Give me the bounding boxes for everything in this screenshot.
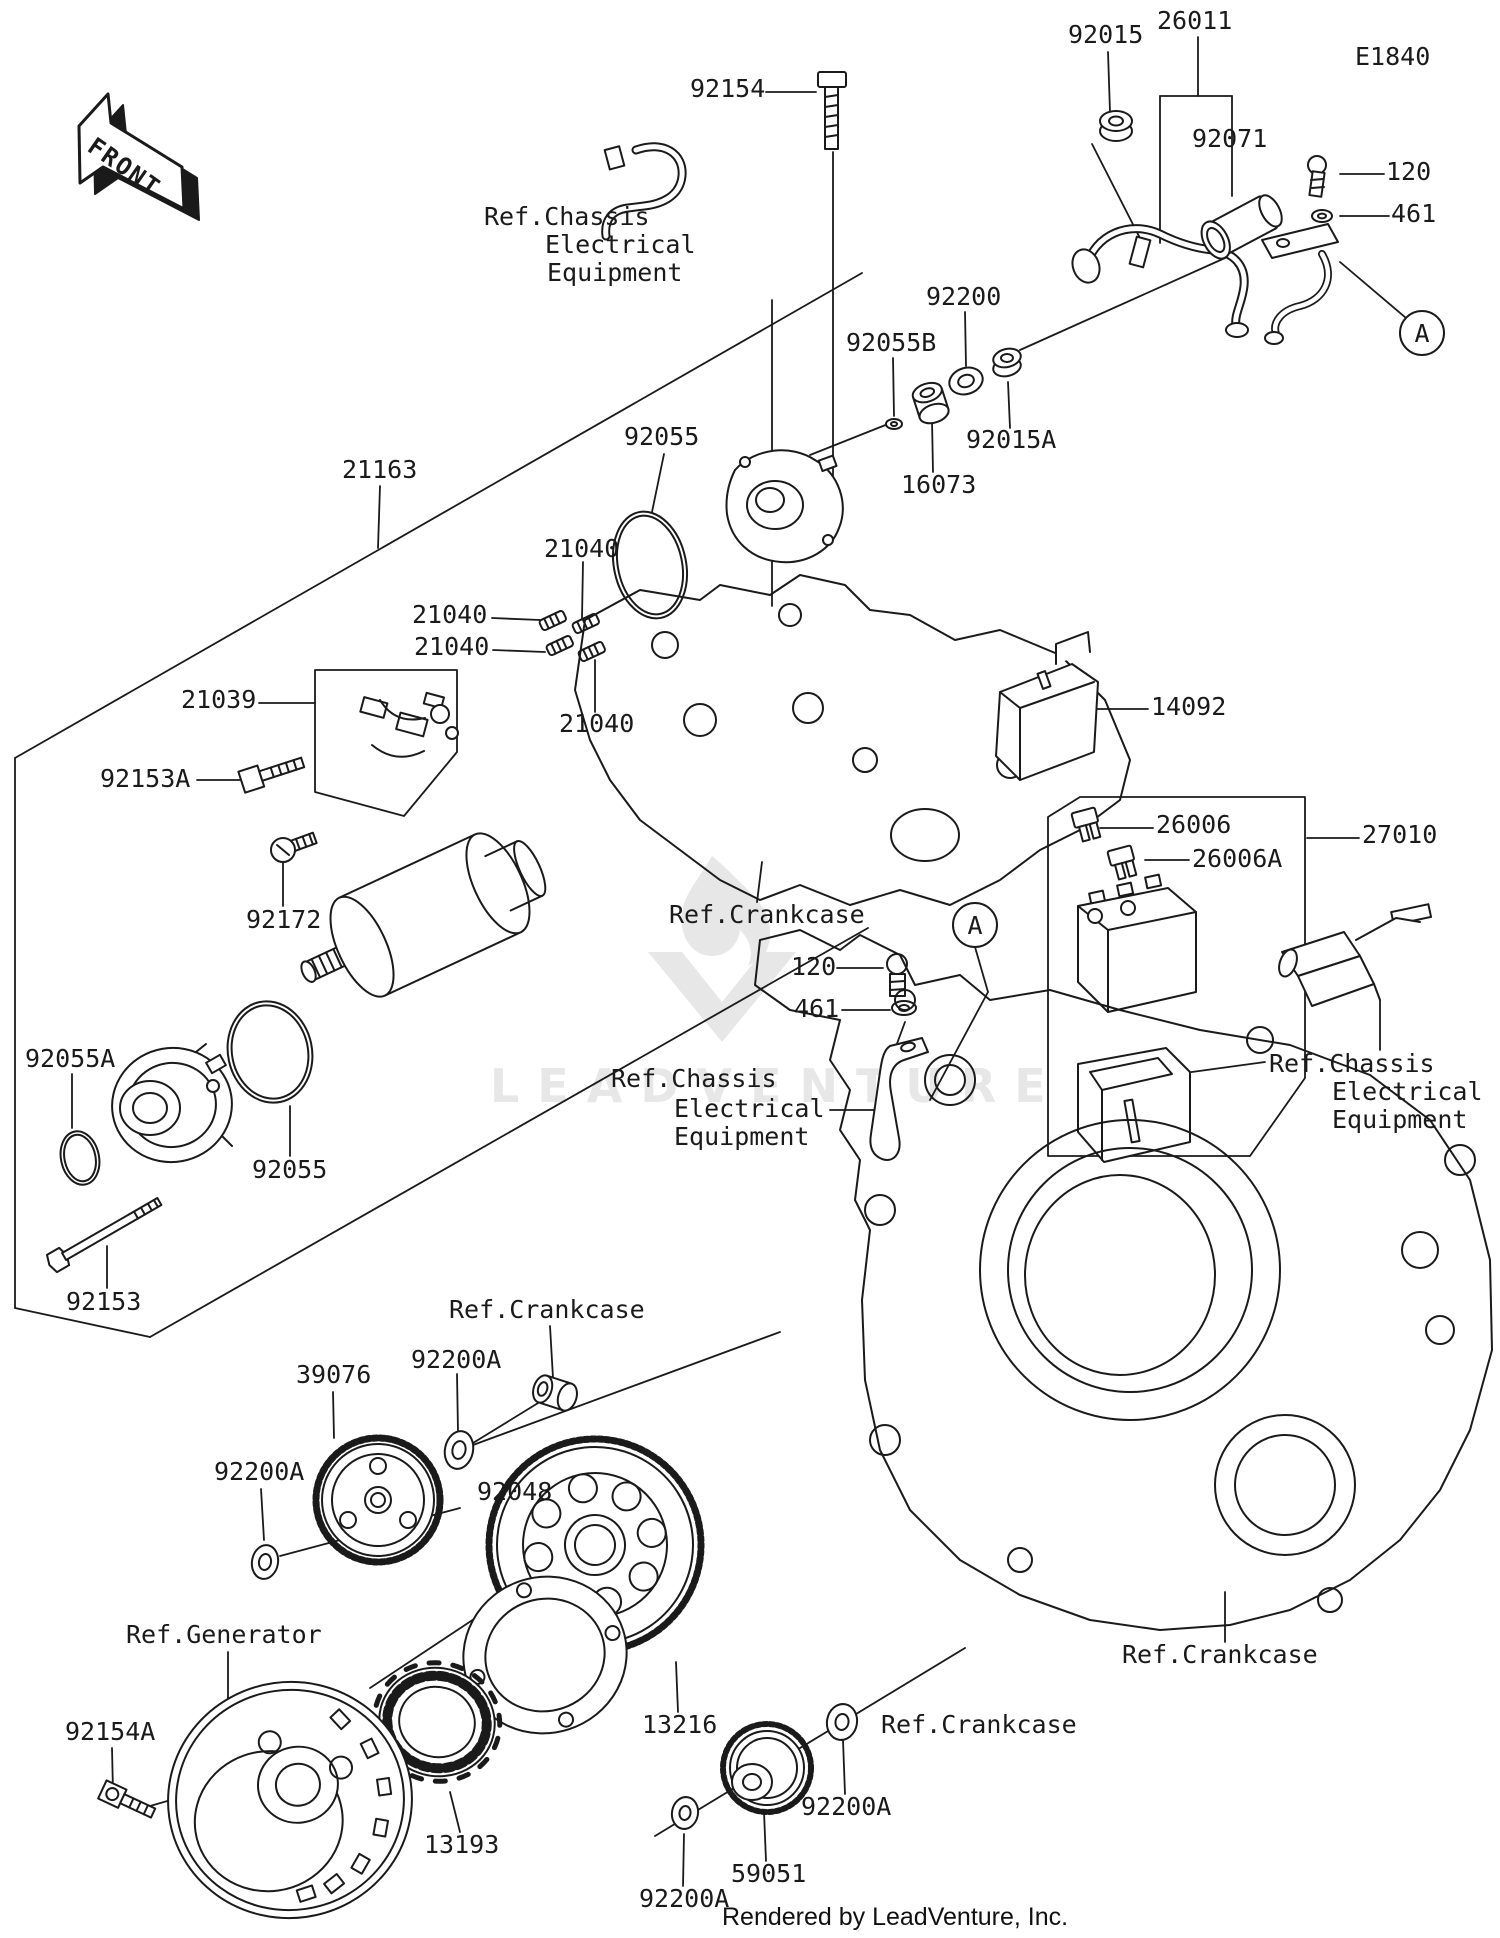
- washer-92200a-right-drawing: [825, 1703, 859, 1741]
- leader-lines: [71, 36, 1407, 1887]
- nut-92015a-drawing: [992, 347, 1022, 378]
- front-arrow-icon: FRONT: [77, 92, 200, 221]
- screw-92172-drawing: [270, 831, 318, 863]
- flame-watermark-icon: [681, 856, 771, 966]
- fuse-26006-drawing: [1070, 806, 1102, 843]
- screw-92153a-drawing: [237, 756, 306, 794]
- o-ring-92055a-drawing: [59, 1130, 101, 1186]
- harness-clip-drawing: [601, 142, 687, 241]
- flange-bolt-92154-drawing: [817, 71, 847, 150]
- connector-holder-drawing: [1278, 903, 1433, 1007]
- relay-holder-drawing: [1077, 1047, 1191, 1163]
- through-bolt-92153-drawing: [45, 1197, 163, 1274]
- washer-92200a-left-drawing: [250, 1544, 280, 1580]
- leadventure-watermark: LEADVENTURE: [490, 856, 1064, 1113]
- gear-59051-drawing: [720, 1721, 814, 1815]
- nut-92015-drawing: [1099, 110, 1133, 142]
- brush-holder-box: [314, 669, 458, 817]
- watermark-text: LEADVENTURE: [490, 1059, 1064, 1113]
- gear-39076-drawing: [312, 1434, 444, 1566]
- footer-credit: Rendered by LeadVenture, Inc.: [722, 1903, 1069, 1931]
- battery-cable-stay-drawing: [869, 1037, 929, 1161]
- group-outline-lines: [14, 151, 966, 1837]
- bolt-120-top-drawing: [1307, 155, 1327, 198]
- crankcase-right-drawing: [754, 929, 1493, 1631]
- brush-holder-21039-drawing: [359, 691, 459, 758]
- rear-end-cover-drawing: [725, 449, 844, 564]
- relay-group-box: [1047, 796, 1306, 1157]
- cover-14092-drawing: [995, 631, 1099, 781]
- washer-461-top-drawing: [1311, 209, 1333, 223]
- cap-16073-drawing: [911, 381, 950, 425]
- clutch-13193-drawing: [371, 1660, 503, 1784]
- bolt-92154a-drawing: [97, 1779, 157, 1819]
- group-boxes: [314, 669, 1306, 1157]
- washer-92200-drawing: [948, 366, 984, 396]
- front-cover-92055a-area-drawing: [111, 1043, 233, 1164]
- starter-relay-drawing: [1077, 873, 1197, 1013]
- starter-armature-drawing: [300, 832, 547, 998]
- fuse-26006a-drawing: [1106, 844, 1138, 881]
- washer-92055b-drawing: [885, 418, 903, 430]
- flywheel-generator-drawing: [167, 1680, 413, 1920]
- joint-92071-drawing: [1200, 194, 1283, 260]
- washer-92200a-bottom-drawing: [670, 1796, 700, 1830]
- washer-92200a-upper-drawing: [443, 1430, 475, 1470]
- o-ring-92055-top-drawing: [612, 510, 688, 620]
- brush-springs-21040-drawing: [538, 610, 606, 663]
- o-ring-92055-big-drawing: [226, 1000, 314, 1104]
- v-watermark-icon: [648, 952, 796, 1042]
- bushing-92200a-top-drawing: [532, 1374, 578, 1412]
